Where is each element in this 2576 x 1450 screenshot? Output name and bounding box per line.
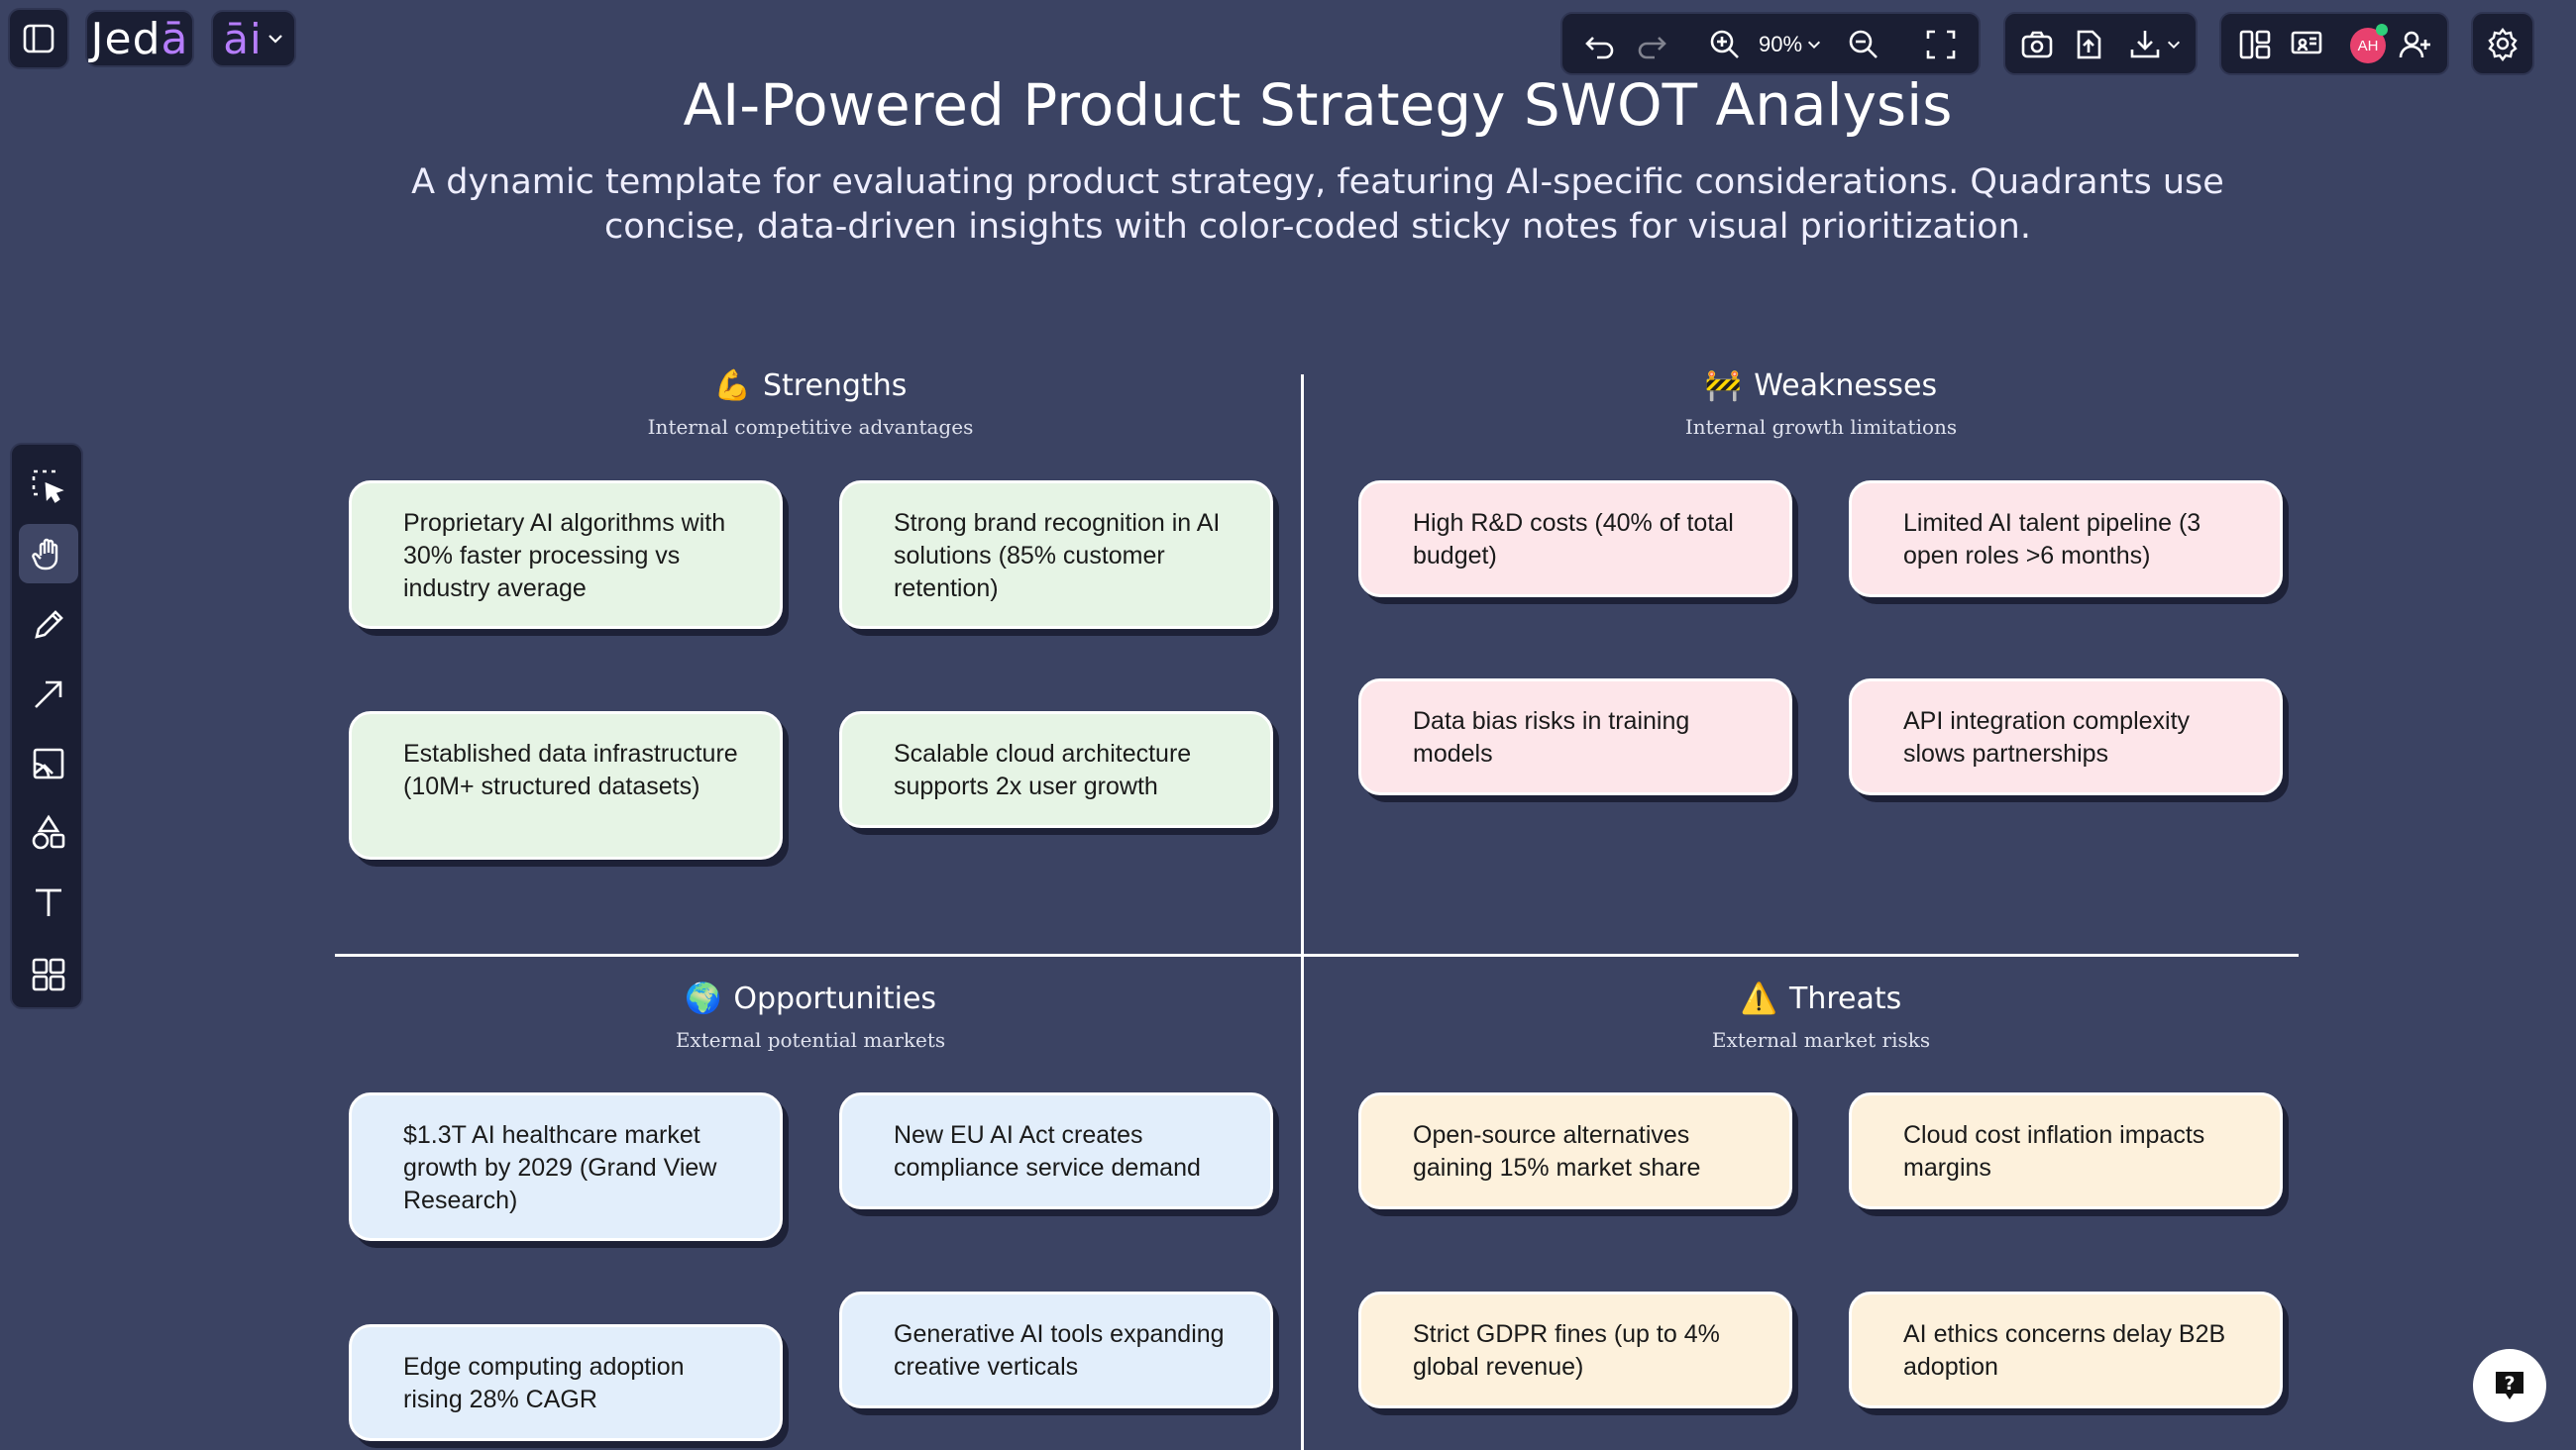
fullscreen-icon — [1922, 26, 1960, 63]
avatar-initials: AH — [2357, 37, 2379, 54]
select-tool[interactable] — [19, 457, 78, 516]
help-button[interactable]: ? — [2473, 1349, 2546, 1422]
presentation-icon — [2288, 26, 2325, 63]
threats-header: ⚠️ Threats External market risks — [1573, 982, 2069, 1052]
brand-logo[interactable]: Jedā — [85, 10, 194, 67]
sidebar-toggle-icon — [20, 20, 57, 57]
zoom-out-icon — [1845, 26, 1882, 63]
strengths-title[interactable]: Strengths — [762, 368, 908, 403]
invite-user-button[interactable] — [2396, 25, 2435, 64]
collaboration-toolbar: AH — [2219, 12, 2449, 75]
history-zoom-toolbar: 90% — [1560, 12, 1981, 75]
threats-title[interactable]: Threats — [1789, 982, 1902, 1016]
strengths-subtitle[interactable]: Internal competitive advantages — [647, 415, 974, 439]
threats-emoji-icon: ⚠️ — [1740, 982, 1778, 1016]
download-dropdown[interactable] — [2120, 25, 2188, 64]
strength-note[interactable]: Scalable cloud architecture supports 2x … — [839, 711, 1273, 828]
threats-subtitle[interactable]: External market risks — [1711, 1028, 1931, 1052]
strength-note[interactable]: Strong brand recognition in AI solutions… — [839, 480, 1273, 629]
weaknesses-header: 🚧 Weaknesses Internal growth limitations — [1573, 368, 2069, 439]
camera-icon — [2018, 26, 2056, 63]
brand-text: Jed — [90, 13, 161, 64]
help-icon: ? — [2490, 1366, 2529, 1405]
weaknesses-title[interactable]: Weaknesses — [1754, 368, 1938, 403]
threat-note[interactable]: Strict GDPR fines (up to 4% global reven… — [1358, 1292, 1792, 1408]
weakness-note[interactable]: Limited AI talent pipeline (3 open roles… — [1849, 480, 2283, 597]
threat-note[interactable]: AI ethics concerns delay B2B adoption — [1849, 1292, 2283, 1408]
weaknesses-subtitle[interactable]: Internal growth limitations — [1684, 415, 1958, 439]
redo-button[interactable] — [1632, 25, 1671, 64]
zoom-in-button[interactable] — [1705, 25, 1745, 64]
fullscreen-button[interactable] — [1921, 25, 1961, 64]
opportunity-note[interactable]: $1.3T AI healthcare market growth by 202… — [349, 1092, 783, 1241]
weakness-note[interactable]: API integration complexity slows partner… — [1849, 678, 2283, 795]
text-tool[interactable] — [19, 873, 78, 932]
online-status-dot — [2376, 24, 2388, 36]
weakness-note[interactable]: High R&D costs (40% of total budget) — [1358, 480, 1792, 597]
opportunities-title[interactable]: Opportunities — [733, 982, 937, 1016]
quadrant-divider-horizontal — [335, 954, 2299, 957]
undo-button[interactable] — [1580, 25, 1620, 64]
download-icon — [2126, 26, 2164, 63]
chevron-down-icon — [1806, 37, 1822, 52]
chevron-down-icon — [267, 30, 284, 48]
tools-toolbar — [10, 443, 83, 1009]
brand-accent: ā — [161, 13, 189, 64]
zoom-out-button[interactable] — [1844, 25, 1883, 64]
shapes-icon — [29, 813, 68, 853]
threat-note[interactable]: Open-source alternatives gaining 15% mar… — [1358, 1092, 1792, 1209]
select-icon — [29, 466, 68, 506]
threat-note[interactable]: Cloud cost inflation impacts margins — [1849, 1092, 2283, 1209]
zoom-level: 90% — [1758, 32, 1803, 56]
board-title[interactable]: AI-Powered Product Strategy SWOT Analysi… — [683, 71, 1953, 139]
add-user-icon — [2397, 26, 2434, 63]
zoom-level-dropdown[interactable]: 90% — [1753, 25, 1828, 64]
gear-icon — [2484, 25, 2522, 62]
settings-button[interactable] — [2471, 12, 2534, 75]
layout-icon — [2236, 26, 2274, 63]
image-icon — [29, 744, 68, 783]
ai-label: āi — [223, 14, 263, 63]
strengths-header: 💪 Strengths Internal competitive advantag… — [563, 368, 1058, 439]
opportunities-emoji-icon: 🌍 — [684, 982, 722, 1016]
weakness-note[interactable]: Data bias risks in training models — [1358, 678, 1792, 795]
export-toolbar — [2003, 12, 2198, 75]
hand-tool[interactable] — [19, 524, 78, 583]
strengths-emoji-icon: 💪 — [713, 368, 751, 403]
redo-icon — [1633, 26, 1670, 63]
upload-icon — [2070, 26, 2107, 63]
pencil-tool[interactable] — [19, 595, 78, 655]
shapes-tool[interactable] — [19, 803, 78, 863]
board-subtitle[interactable]: A dynamic template for evaluating produc… — [411, 162, 2224, 247]
strength-note[interactable]: Proprietary AI algorithms with 30% faste… — [349, 480, 783, 629]
opportunity-note[interactable]: Edge computing adoption rising 28% CAGR — [349, 1324, 783, 1441]
undo-icon — [1581, 26, 1619, 63]
user-avatar[interactable]: AH — [2350, 24, 2388, 63]
strength-note[interactable]: Established data infrastructure (10M+ st… — [349, 711, 783, 860]
svg-text:?: ? — [2504, 1373, 2515, 1395]
presentation-button[interactable] — [2287, 25, 2326, 64]
image-tool[interactable] — [19, 734, 78, 793]
sidebar-toggle-button[interactable] — [8, 8, 69, 69]
quadrant-divider-vertical — [1301, 374, 1304, 1450]
chevron-down-icon — [2166, 37, 2182, 52]
opportunities-header: 🌍 Opportunities External potential market… — [563, 982, 1058, 1052]
opportunity-note[interactable]: Generative AI tools expanding creative v… — [839, 1292, 1273, 1408]
weaknesses-emoji-icon: 🚧 — [1704, 368, 1743, 403]
templates-tool[interactable] — [19, 945, 78, 1004]
hand-icon — [29, 534, 68, 573]
upload-button[interactable] — [2069, 25, 2108, 64]
opportunities-subtitle[interactable]: External potential markets — [675, 1028, 946, 1052]
text-icon — [29, 882, 68, 922]
arrow-tool[interactable] — [19, 665, 78, 724]
templates-icon — [29, 955, 68, 994]
arrow-icon — [29, 674, 68, 714]
zoom-in-icon — [1706, 26, 1744, 63]
opportunity-note[interactable]: New EU AI Act creates compliance service… — [839, 1092, 1273, 1209]
layout-button[interactable] — [2235, 25, 2275, 64]
ai-menu-button[interactable]: āi — [211, 10, 296, 67]
pencil-icon — [29, 605, 68, 645]
screenshot-button[interactable] — [2017, 25, 2057, 64]
